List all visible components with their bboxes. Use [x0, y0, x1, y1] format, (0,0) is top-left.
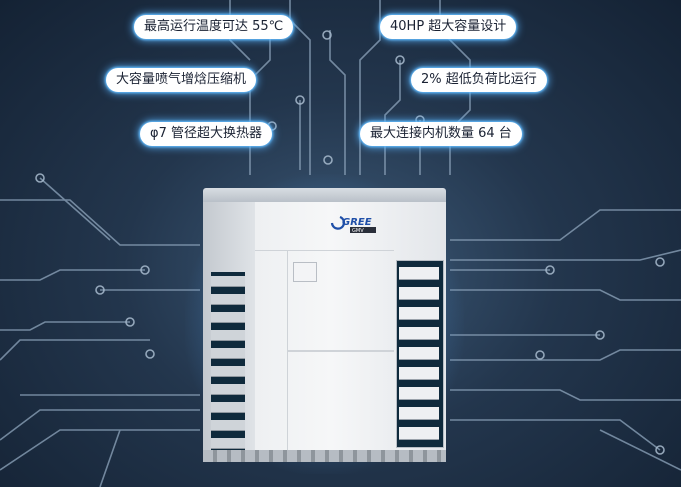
louver-slat	[399, 287, 439, 300]
feature-pill-capacity: 40HP 超大容量设计	[380, 15, 517, 39]
louver-slat	[399, 327, 439, 340]
heat-exchanger-grille	[396, 260, 444, 448]
side-louver-slat	[211, 348, 245, 359]
louver-slat	[399, 267, 439, 280]
louver-slat	[399, 347, 439, 360]
gree-logo: GREE GMV	[330, 215, 376, 234]
feature-pill-low-load: 2% 超低负荷比运行	[411, 68, 547, 92]
unit-base	[203, 450, 446, 462]
side-louver-slat	[211, 384, 245, 395]
side-louver-slat	[211, 402, 245, 413]
feature-pill-heat-exchanger: φ7 管径超大换热器	[140, 122, 272, 146]
side-louver-slat	[211, 294, 245, 305]
louver-slat	[399, 367, 439, 380]
side-louver-slat	[211, 276, 245, 287]
feature-pill-compressor: 大容量喷气增焓压缩机	[106, 68, 257, 92]
louver-slat	[399, 307, 439, 320]
svg-text:GMV: GMV	[352, 228, 364, 234]
side-louver-slat	[211, 420, 245, 431]
side-louver-slat	[211, 366, 245, 377]
side-louver-slat	[211, 330, 245, 341]
side-louver-slat	[211, 312, 245, 323]
outdoor-unit-image: GREE GMV	[185, 174, 464, 474]
louver-slat	[399, 407, 439, 420]
feature-pill-max-temp: 最高运行温度可达 55℃	[134, 15, 294, 39]
louver-slat	[399, 387, 439, 400]
side-louver-slat	[211, 438, 245, 449]
svg-text:GREE: GREE	[342, 217, 372, 228]
louver-slat	[399, 427, 439, 440]
label-sticker	[293, 262, 317, 282]
feature-pill-indoor-units: 最大连接内机数量 64 台	[360, 122, 522, 146]
